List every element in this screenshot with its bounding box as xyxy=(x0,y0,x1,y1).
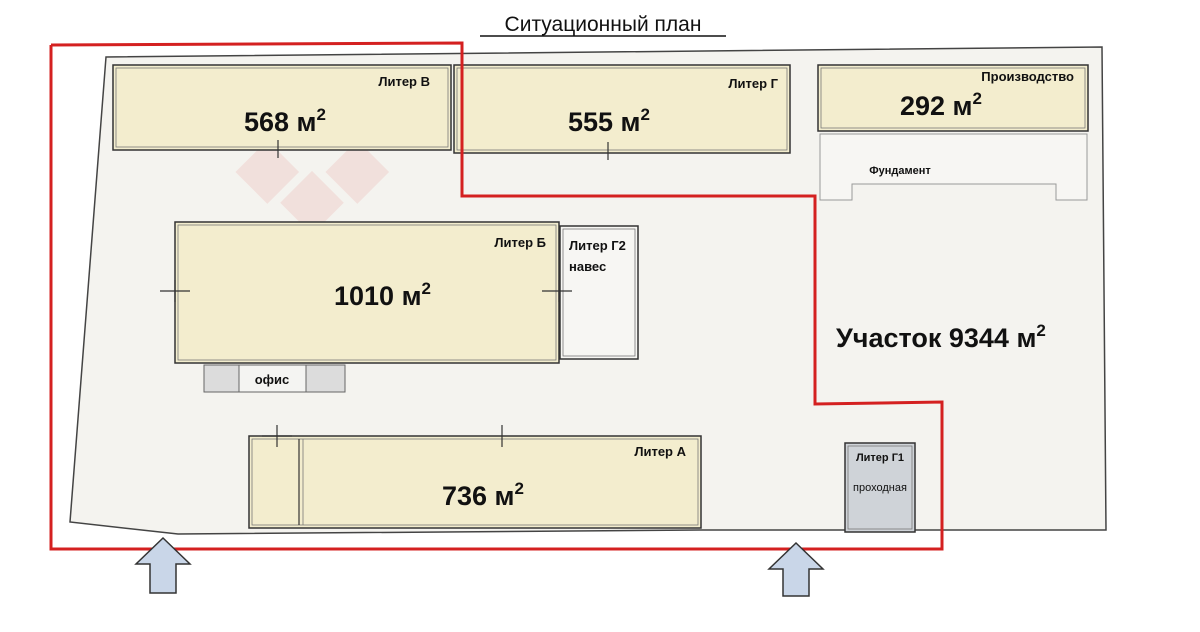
svg-text:568 м2: 568 м2 xyxy=(244,105,326,137)
building-office: офис xyxy=(203,364,346,393)
building-liter-g2: Литер Г2 навес xyxy=(559,225,639,360)
foundation-name: Фундамент xyxy=(869,165,931,177)
building-liter-a: Литер А 736 м2 xyxy=(248,425,702,529)
building-liter-b: Литер Б 1010 м2 xyxy=(160,221,572,364)
liter-v-name: Литер В xyxy=(378,74,430,89)
svg-text:Участок 9344 м2: Участок 9344 м2 xyxy=(836,321,1046,353)
production-area: 292 м xyxy=(900,91,973,121)
liter-a-area-sup: 2 xyxy=(515,479,524,498)
svg-text:1010 м2: 1010 м2 xyxy=(334,279,431,311)
liter-g-area: 555 м xyxy=(568,107,641,137)
liter-v-area-sup: 2 xyxy=(317,105,326,124)
liter-g-name: Литер Г xyxy=(728,76,778,91)
svg-text:555 м2: 555 м2 xyxy=(568,105,650,137)
liter-v-area: 568 м xyxy=(244,107,317,137)
liter-a-name: Литер А xyxy=(634,444,686,459)
watermark-logo xyxy=(235,140,390,235)
liter-g2-name: Литер Г2 xyxy=(569,238,626,253)
production-name: Производство xyxy=(981,69,1074,84)
building-production: Производство 292 м2 xyxy=(817,64,1089,132)
svg-text:292 м2: 292 м2 xyxy=(900,89,982,121)
liter-g1-sub: проходная xyxy=(853,482,907,494)
plot-area-sup: 2 xyxy=(1036,321,1045,340)
liter-b-area-sup: 2 xyxy=(422,279,431,298)
office-name: офис xyxy=(255,372,290,387)
liter-g2-sub: навес xyxy=(569,259,606,274)
sale-boundary xyxy=(49,41,944,551)
plan-title: Ситуационный план xyxy=(505,13,702,36)
liter-g1-name: Литер Г1 xyxy=(856,452,904,464)
liter-b-area: 1010 м xyxy=(334,281,422,311)
building-liter-g: Литер Г 555 м2 xyxy=(453,64,791,160)
production-area-sup: 2 xyxy=(973,89,982,108)
liter-a-area: 736 м xyxy=(442,481,515,511)
building-liter-v: Литер В 568 м2 xyxy=(112,64,452,158)
foundation-outline: Фундамент xyxy=(819,133,1088,201)
svg-text:736 м2: 736 м2 xyxy=(442,479,524,511)
liter-b-name: Литер Б xyxy=(494,235,546,250)
liter-g-area-sup: 2 xyxy=(641,105,650,124)
entrance-arrow-left-icon xyxy=(134,536,192,594)
building-liter-g1: Литер Г1 проходная xyxy=(844,442,916,533)
entrance-arrow-right-icon xyxy=(767,541,825,597)
plot-area-label: Участок 9344 м xyxy=(836,323,1036,353)
